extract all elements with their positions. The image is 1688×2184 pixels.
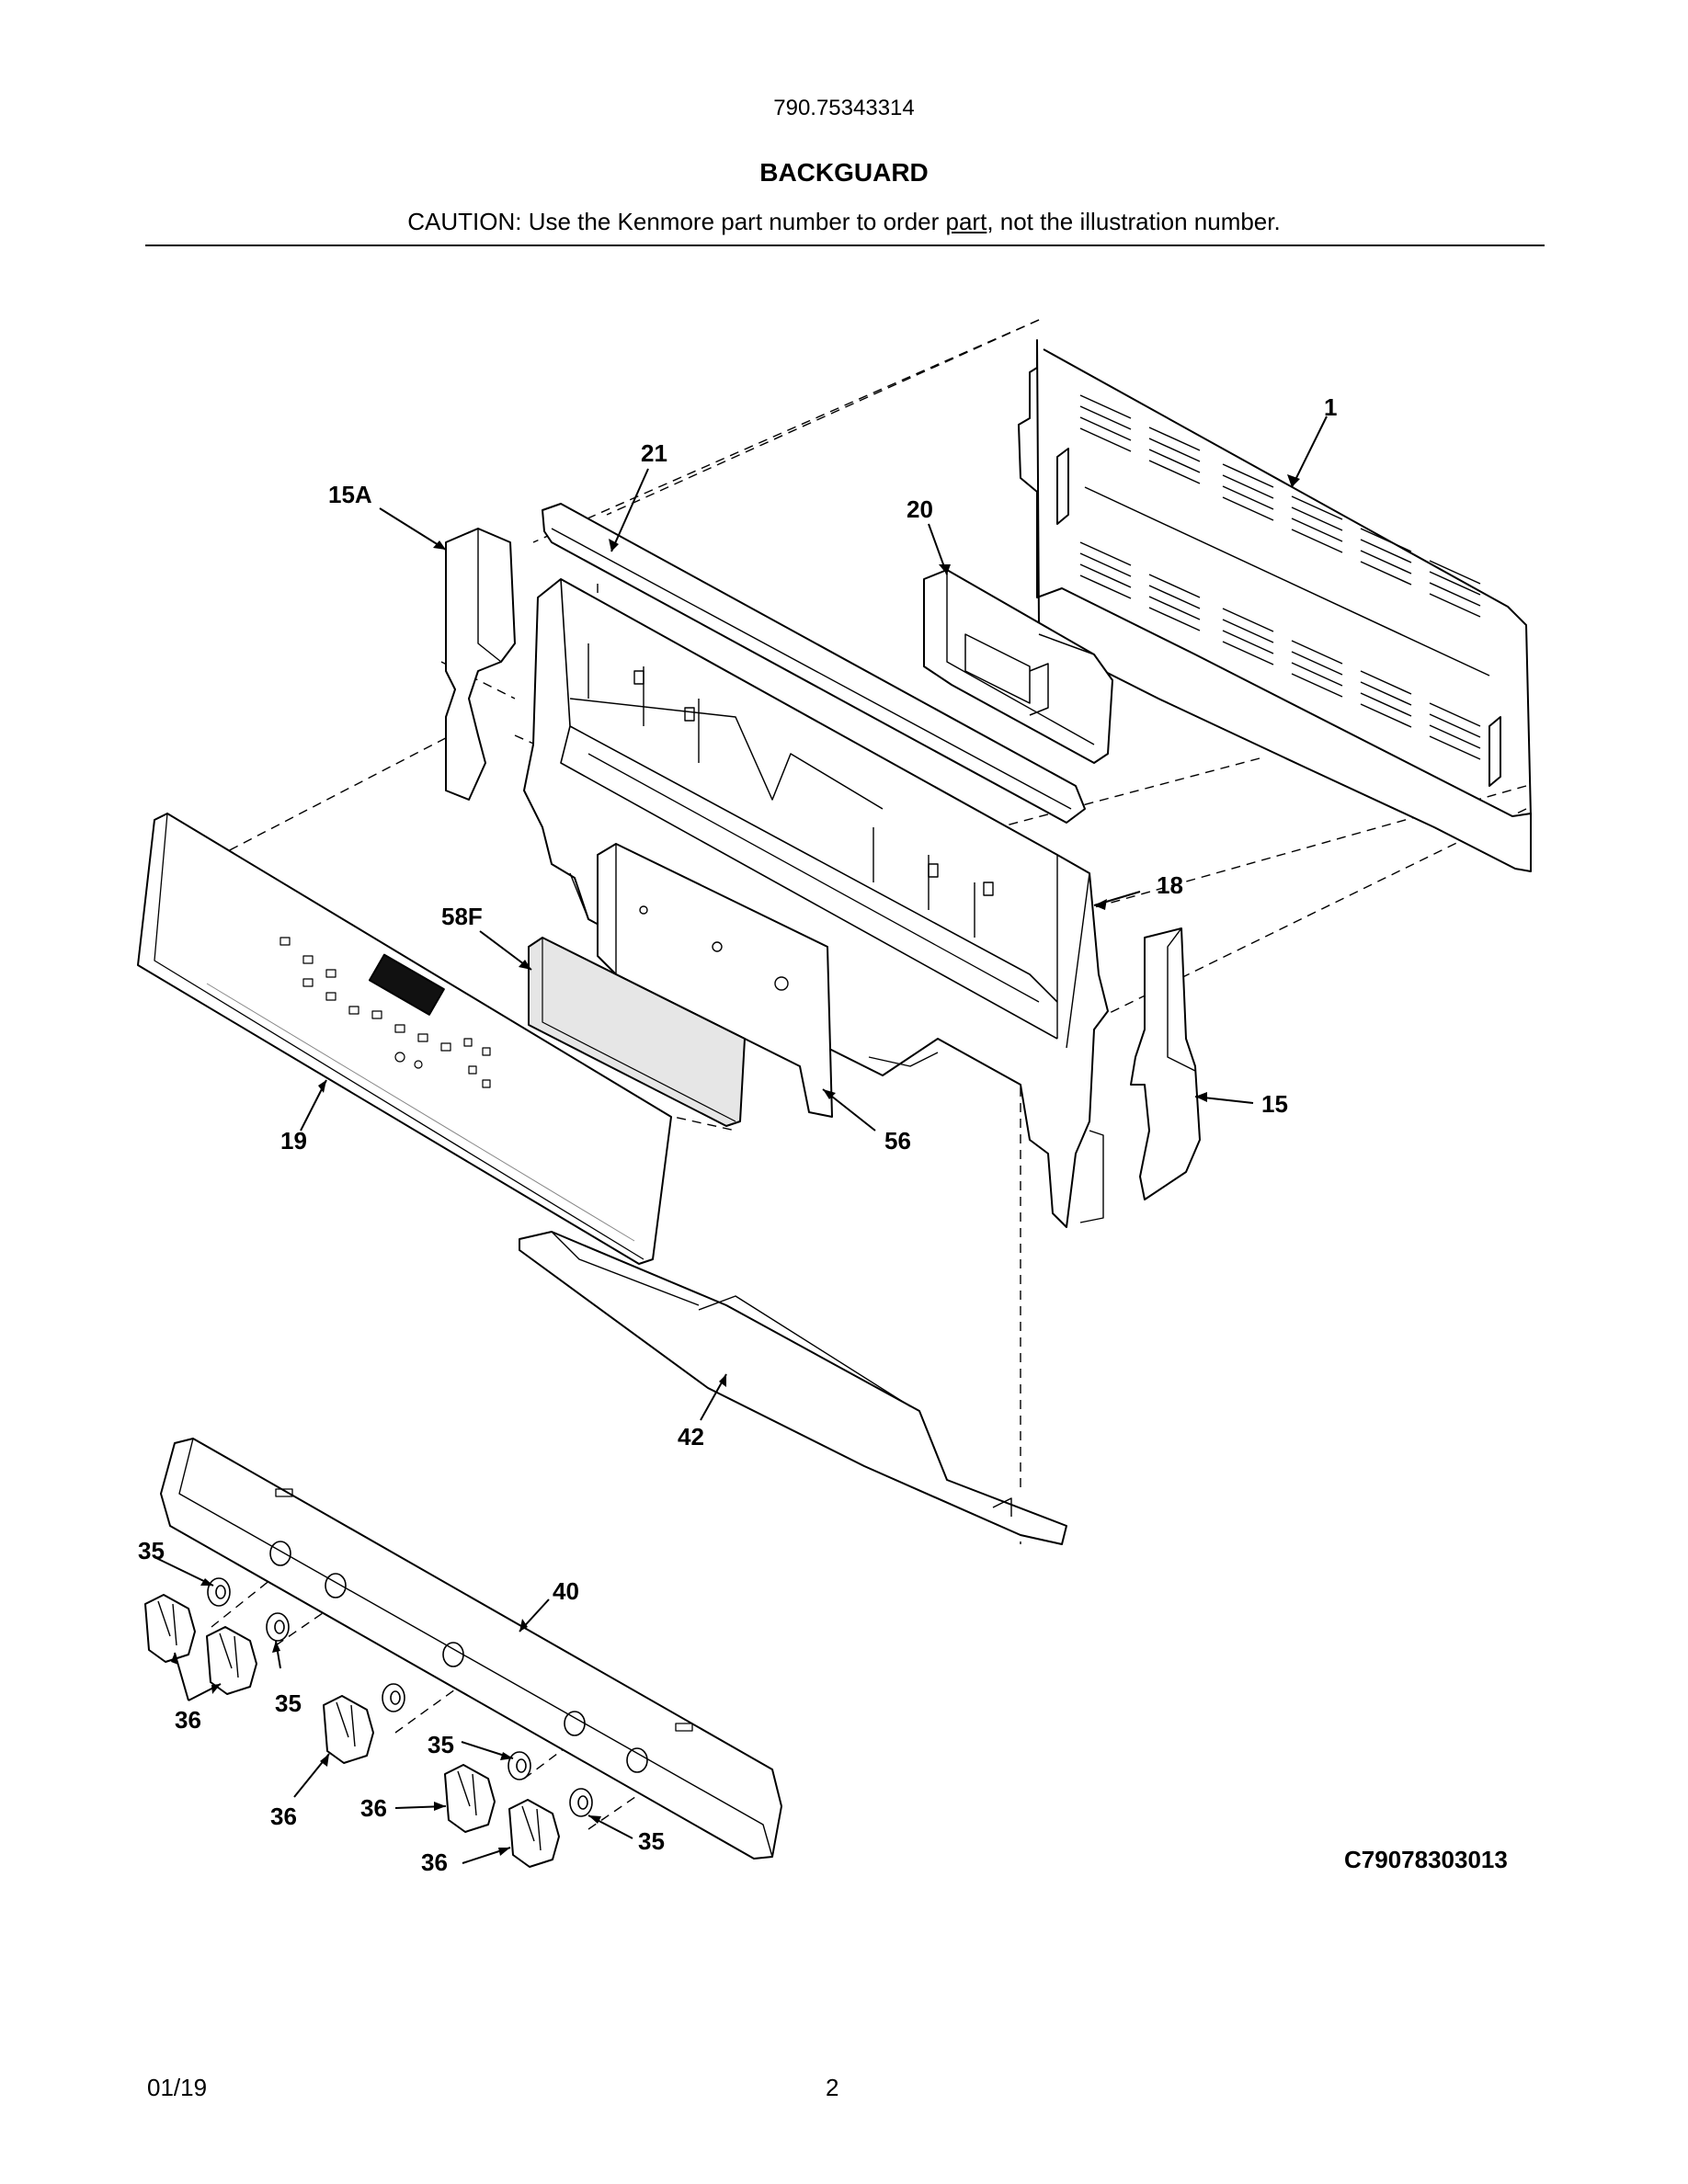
- callout-15a: 15A: [328, 481, 372, 508]
- part-36-knobs: [144, 1594, 560, 1868]
- model-number: 790.75343314: [773, 96, 915, 120]
- callout-21: 21: [641, 439, 667, 467]
- callout-36-b: 36: [270, 1803, 297, 1830]
- part-15-right-bracket: [1130, 927, 1201, 1200]
- part-15a-left-bracket: [445, 528, 516, 801]
- revision-date: 01/19: [147, 2074, 208, 2101]
- callout-40: 40: [553, 1577, 579, 1605]
- part-40-knob-panel: [160, 1438, 782, 1860]
- callout-36-a: 36: [175, 1706, 201, 1734]
- header-divider: [145, 245, 1545, 246]
- callout-20: 20: [907, 495, 933, 523]
- part-19-overlay: [137, 813, 672, 1265]
- part-56-bracket: [597, 843, 833, 1118]
- callout-42: 42: [678, 1423, 704, 1450]
- callout-35-d: 35: [638, 1827, 665, 1855]
- part-20-control-board: [923, 569, 1113, 764]
- diagram-code: C79078303013: [1344, 1846, 1508, 1873]
- callout-35-c: 35: [428, 1731, 454, 1758]
- panel-vents: [1079, 394, 1490, 760]
- page-title: BACKGUARD: [759, 158, 929, 187]
- callout-15: 15: [1261, 1090, 1288, 1118]
- callout-18: 18: [1157, 871, 1183, 899]
- caution-note: CAUTION: Use the Kenmore part number to …: [0, 208, 1688, 236]
- callout-56: 56: [884, 1127, 911, 1155]
- overlay-buttons: [279, 937, 491, 1088]
- part-18-backguard-frame: [523, 578, 1109, 1228]
- caution-prefix: CAUTION: Use the Kenmore part number to …: [407, 208, 946, 235]
- part-35-grommets: [207, 1577, 593, 1817]
- callout-36-c: 36: [360, 1794, 387, 1822]
- callout-35-b: 35: [275, 1689, 302, 1717]
- part-42-lower-trim: [519, 1231, 1067, 1545]
- caution-part-word: part: [945, 208, 987, 235]
- callout-19: 19: [280, 1127, 307, 1155]
- callout-1: 1: [1324, 393, 1337, 421]
- page-number: 2: [826, 2074, 839, 2101]
- callout-35-a: 35: [138, 1537, 165, 1564]
- caution-suffix: , not the illustration number.: [987, 208, 1281, 235]
- part-1-back-panel: [1018, 339, 1532, 872]
- callout-58f: 58F: [441, 903, 483, 930]
- callout-36-d: 36: [421, 1848, 448, 1876]
